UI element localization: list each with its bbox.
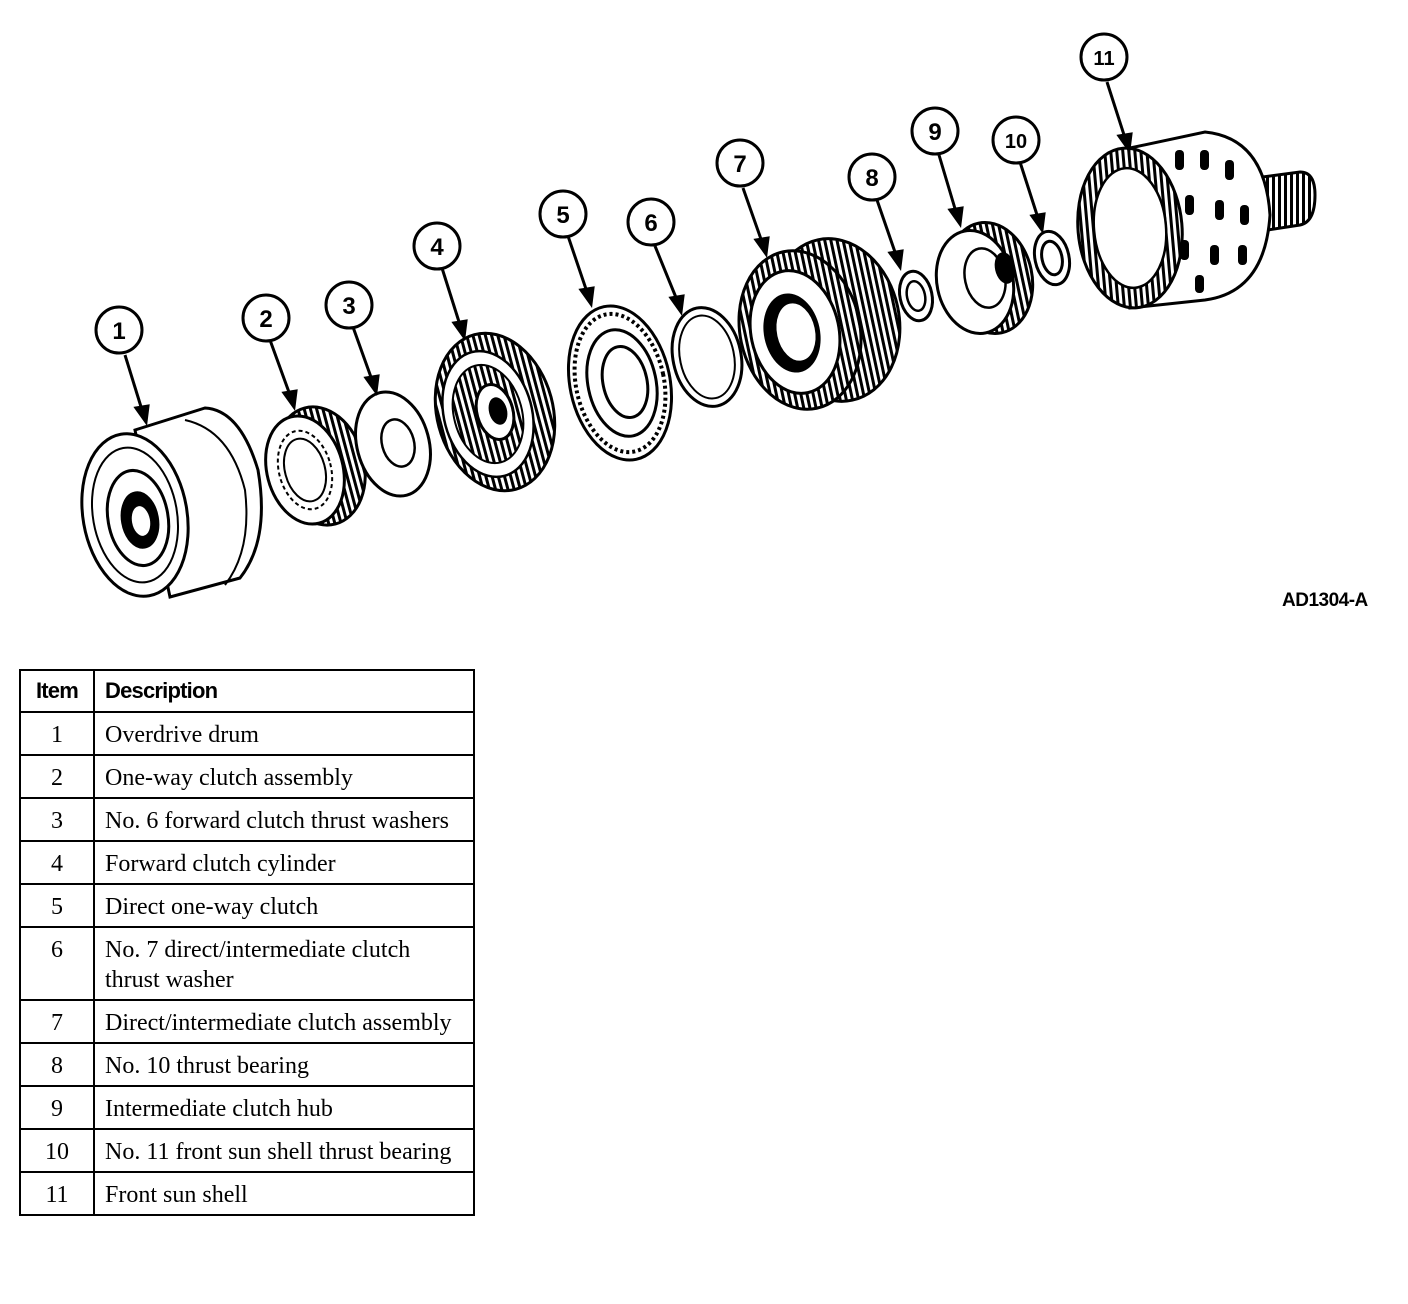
item-description: Forward clutch cylinder bbox=[93, 840, 475, 885]
svg-text:3: 3 bbox=[342, 293, 355, 320]
callout-6: 6 bbox=[626, 197, 676, 247]
svg-text:4: 4 bbox=[430, 234, 444, 261]
part-forward-clutch-cylinder bbox=[433, 331, 557, 493]
svg-text:8: 8 bbox=[865, 165, 878, 192]
column-header-description: Description bbox=[93, 669, 475, 713]
svg-text:9: 9 bbox=[928, 119, 941, 146]
svg-text:1: 1 bbox=[112, 318, 125, 345]
item-number: 6 bbox=[19, 926, 95, 1001]
table-row: 6 No. 7 direct/intermediate clutch thrus… bbox=[19, 926, 475, 1001]
column-header-item: Item bbox=[19, 669, 95, 713]
callout-3: 3 bbox=[324, 280, 374, 330]
table-row: 3 No. 6 forward clutch thrust washers bbox=[19, 797, 475, 842]
table-row: 9 Intermediate clutch hub bbox=[19, 1085, 475, 1130]
table-row: 4 Forward clutch cylinder bbox=[19, 840, 475, 885]
callout-11: 11 bbox=[1079, 32, 1129, 82]
part-no6-thrust-washer bbox=[354, 390, 432, 498]
item-number: 11 bbox=[19, 1171, 95, 1216]
item-description: One-way clutch assembly bbox=[93, 754, 475, 799]
callout-7: 7 bbox=[715, 138, 765, 188]
part-direct-one-way-clutch bbox=[566, 304, 674, 462]
item-number: 1 bbox=[19, 711, 95, 756]
table-row: 8 No. 10 thrust bearing bbox=[19, 1042, 475, 1087]
item-description: Front sun shell bbox=[93, 1171, 475, 1216]
svg-text:5: 5 bbox=[556, 202, 569, 229]
item-description: Overdrive drum bbox=[93, 711, 475, 756]
item-number: 7 bbox=[19, 999, 95, 1044]
svg-text:10: 10 bbox=[1005, 131, 1027, 153]
svg-text:7: 7 bbox=[733, 151, 746, 178]
svg-text:2: 2 bbox=[259, 306, 272, 333]
svg-text:11: 11 bbox=[1093, 48, 1114, 70]
item-number: 4 bbox=[19, 840, 95, 885]
item-description: No. 10 thrust bearing bbox=[93, 1042, 475, 1087]
svg-text:6: 6 bbox=[644, 210, 657, 237]
item-number: 5 bbox=[19, 883, 95, 928]
item-number: 9 bbox=[19, 1085, 95, 1130]
part-front-sun-shell bbox=[1076, 130, 1317, 310]
callout-9: 9 bbox=[910, 106, 960, 156]
parts-legend-table: Item Description 1 Overdrive drum 2 One-… bbox=[19, 669, 475, 1216]
item-number: 8 bbox=[19, 1042, 95, 1087]
item-number: 2 bbox=[19, 754, 95, 799]
item-description: No. 11 front sun shell thrust bearing bbox=[93, 1128, 475, 1173]
table-row: 1 Overdrive drum bbox=[19, 711, 475, 756]
part-no10-thrust-bearing bbox=[898, 269, 934, 323]
part-no11-thrust-bearing bbox=[1032, 229, 1072, 287]
item-description: No. 7 direct/intermediate clutch thrust … bbox=[93, 926, 475, 1001]
part-overdrive-drum bbox=[80, 406, 263, 599]
table-header-row: Item Description bbox=[19, 669, 475, 713]
item-number: 10 bbox=[19, 1128, 95, 1173]
table-row: 5 Direct one-way clutch bbox=[19, 883, 475, 928]
part-no7-thrust-washer bbox=[670, 306, 744, 408]
figure-id-label: AD1304-A bbox=[1282, 590, 1368, 611]
callout-4: 4 bbox=[412, 221, 462, 271]
table-row: 7 Direct/intermediate clutch assembly bbox=[19, 999, 475, 1044]
callout-2: 2 bbox=[241, 293, 291, 343]
callout-8: 8 bbox=[847, 152, 897, 202]
callout-5: 5 bbox=[538, 189, 588, 239]
item-description: Direct/intermediate clutch assembly bbox=[93, 999, 475, 1044]
item-number: 3 bbox=[19, 797, 95, 842]
table-row: 10 No. 11 front sun shell thrust bearing bbox=[19, 1128, 475, 1173]
part-intermediate-clutch-hub bbox=[934, 221, 1035, 335]
table-row: 11 Front sun shell bbox=[19, 1171, 475, 1216]
exploded-view-diagram: 1 2 3 4 5 6 7 8 9 10 11 bbox=[80, 32, 1317, 599]
item-description: Direct one-way clutch bbox=[93, 883, 475, 928]
leader-lines bbox=[123, 81, 1133, 426]
item-description: No. 6 forward clutch thrust washers bbox=[93, 797, 475, 842]
callout-10: 10 bbox=[991, 115, 1041, 165]
item-description: Intermediate clutch hub bbox=[93, 1085, 475, 1130]
table-row: 2 One-way clutch assembly bbox=[19, 754, 475, 799]
callout-1: 1 bbox=[94, 305, 144, 355]
part-direct-intermediate-clutch-assembly bbox=[737, 237, 902, 411]
